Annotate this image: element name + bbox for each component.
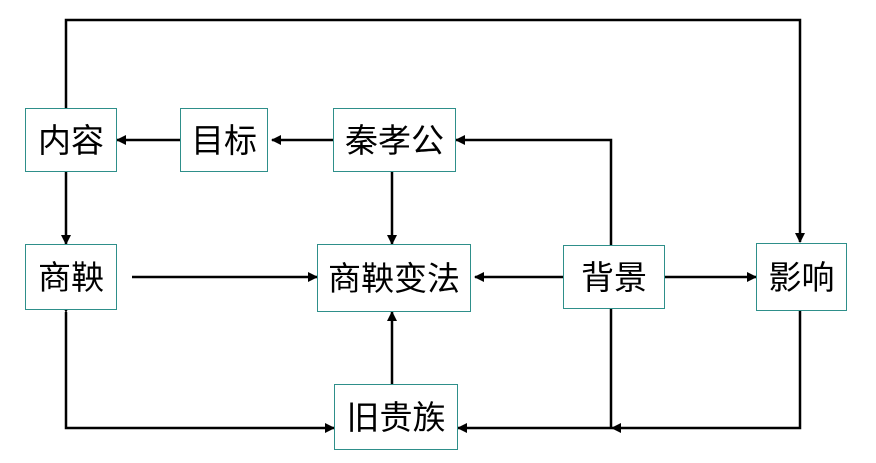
edge-yingxiang-to-jiuguizu xyxy=(611,311,802,433)
node-yingxiang: 影响 xyxy=(756,243,847,311)
edge-beijing-to-qinxiaogong xyxy=(455,135,613,245)
node-qinxiaogong: 秦孝公 xyxy=(333,108,456,172)
node-jiuguizu: 旧贵族 xyxy=(334,384,458,450)
node-beijing: 背景 xyxy=(563,245,665,309)
node-shangyang: 商鞅 xyxy=(25,244,117,310)
node-shangyang-bianfa: 商鞅变法 xyxy=(317,244,471,312)
edge-beijing-to-jiuguizu xyxy=(457,309,613,433)
edge-jiuguizu-shangyang xyxy=(61,303,335,433)
edge-neirong-to-yingxiang xyxy=(64,18,805,243)
node-neirong: 内容 xyxy=(25,108,117,172)
node-mubiao: 目标 xyxy=(180,108,268,172)
